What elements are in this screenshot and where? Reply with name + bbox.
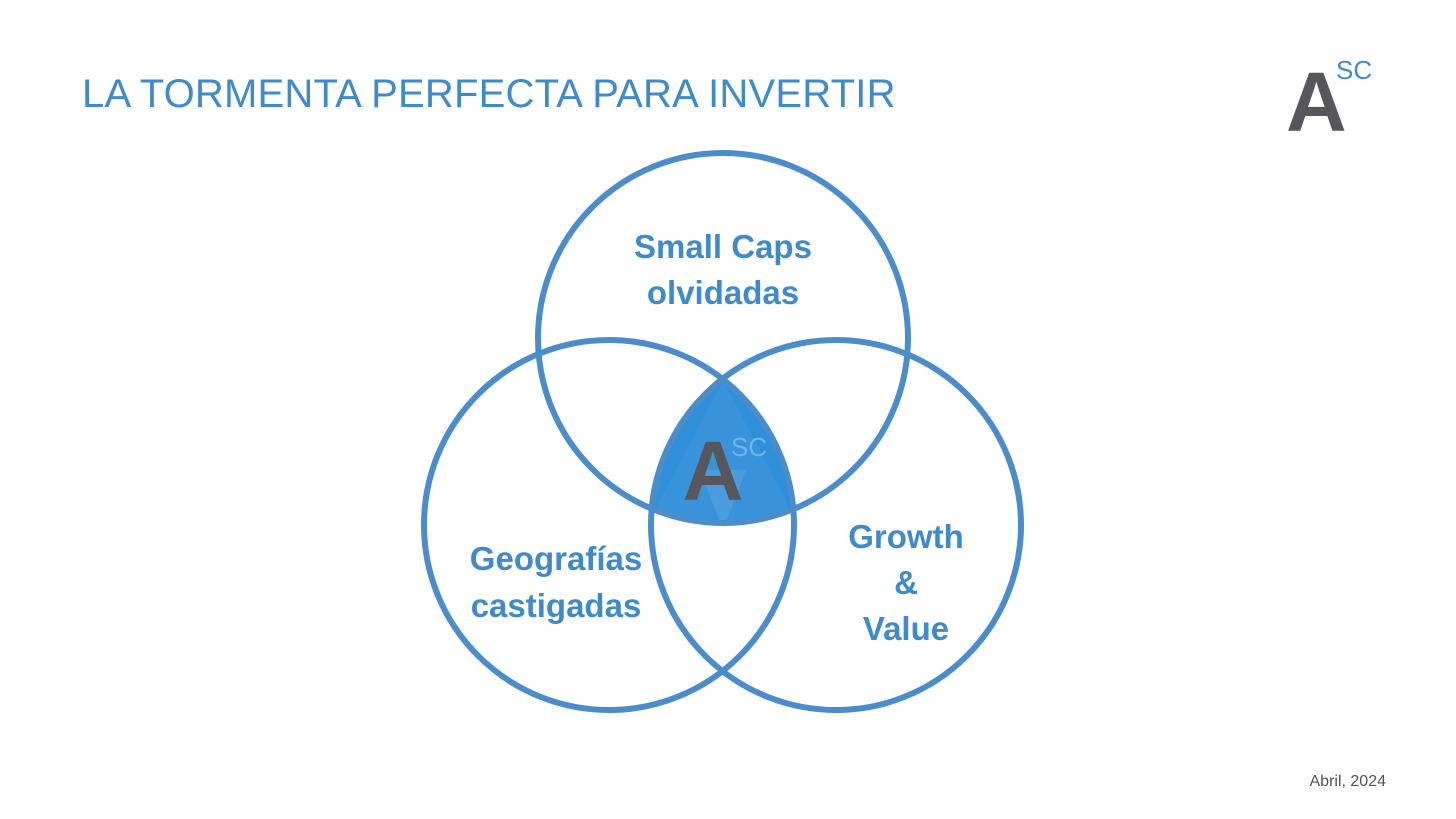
slide-date: Abril, 2024 bbox=[1309, 773, 1387, 790]
label-left-line-2: castigadas bbox=[471, 587, 642, 624]
label-top-line-2: olvidadas bbox=[647, 274, 799, 311]
logo-letter: A bbox=[1286, 55, 1347, 149]
center-facet-lower bbox=[700, 470, 746, 523]
brand-logo: A SC bbox=[1286, 52, 1378, 144]
label-top-line-1: Small Caps bbox=[634, 228, 812, 265]
venn-intersection-group bbox=[650, 340, 794, 523]
slide-title: LA TORMENTA PERFECTA PARA INVERTIR bbox=[82, 72, 896, 116]
venn-center-intersection bbox=[651, 340, 794, 523]
label-right-line-1: Growth bbox=[848, 518, 963, 555]
venn-circle-right bbox=[648, 337, 1024, 713]
center-logo-superscript: SC bbox=[731, 432, 767, 462]
center-facet bbox=[650, 380, 794, 520]
venn-circle-top bbox=[535, 150, 911, 526]
label-right-line-2: & bbox=[894, 564, 918, 601]
center-logo-letter: A bbox=[683, 424, 744, 518]
venn-circle-left bbox=[421, 337, 797, 713]
label-left-line-1: Geografías bbox=[470, 540, 642, 577]
logo-superscript: SC bbox=[1336, 55, 1373, 85]
label-right-line-3: Value bbox=[863, 610, 949, 647]
